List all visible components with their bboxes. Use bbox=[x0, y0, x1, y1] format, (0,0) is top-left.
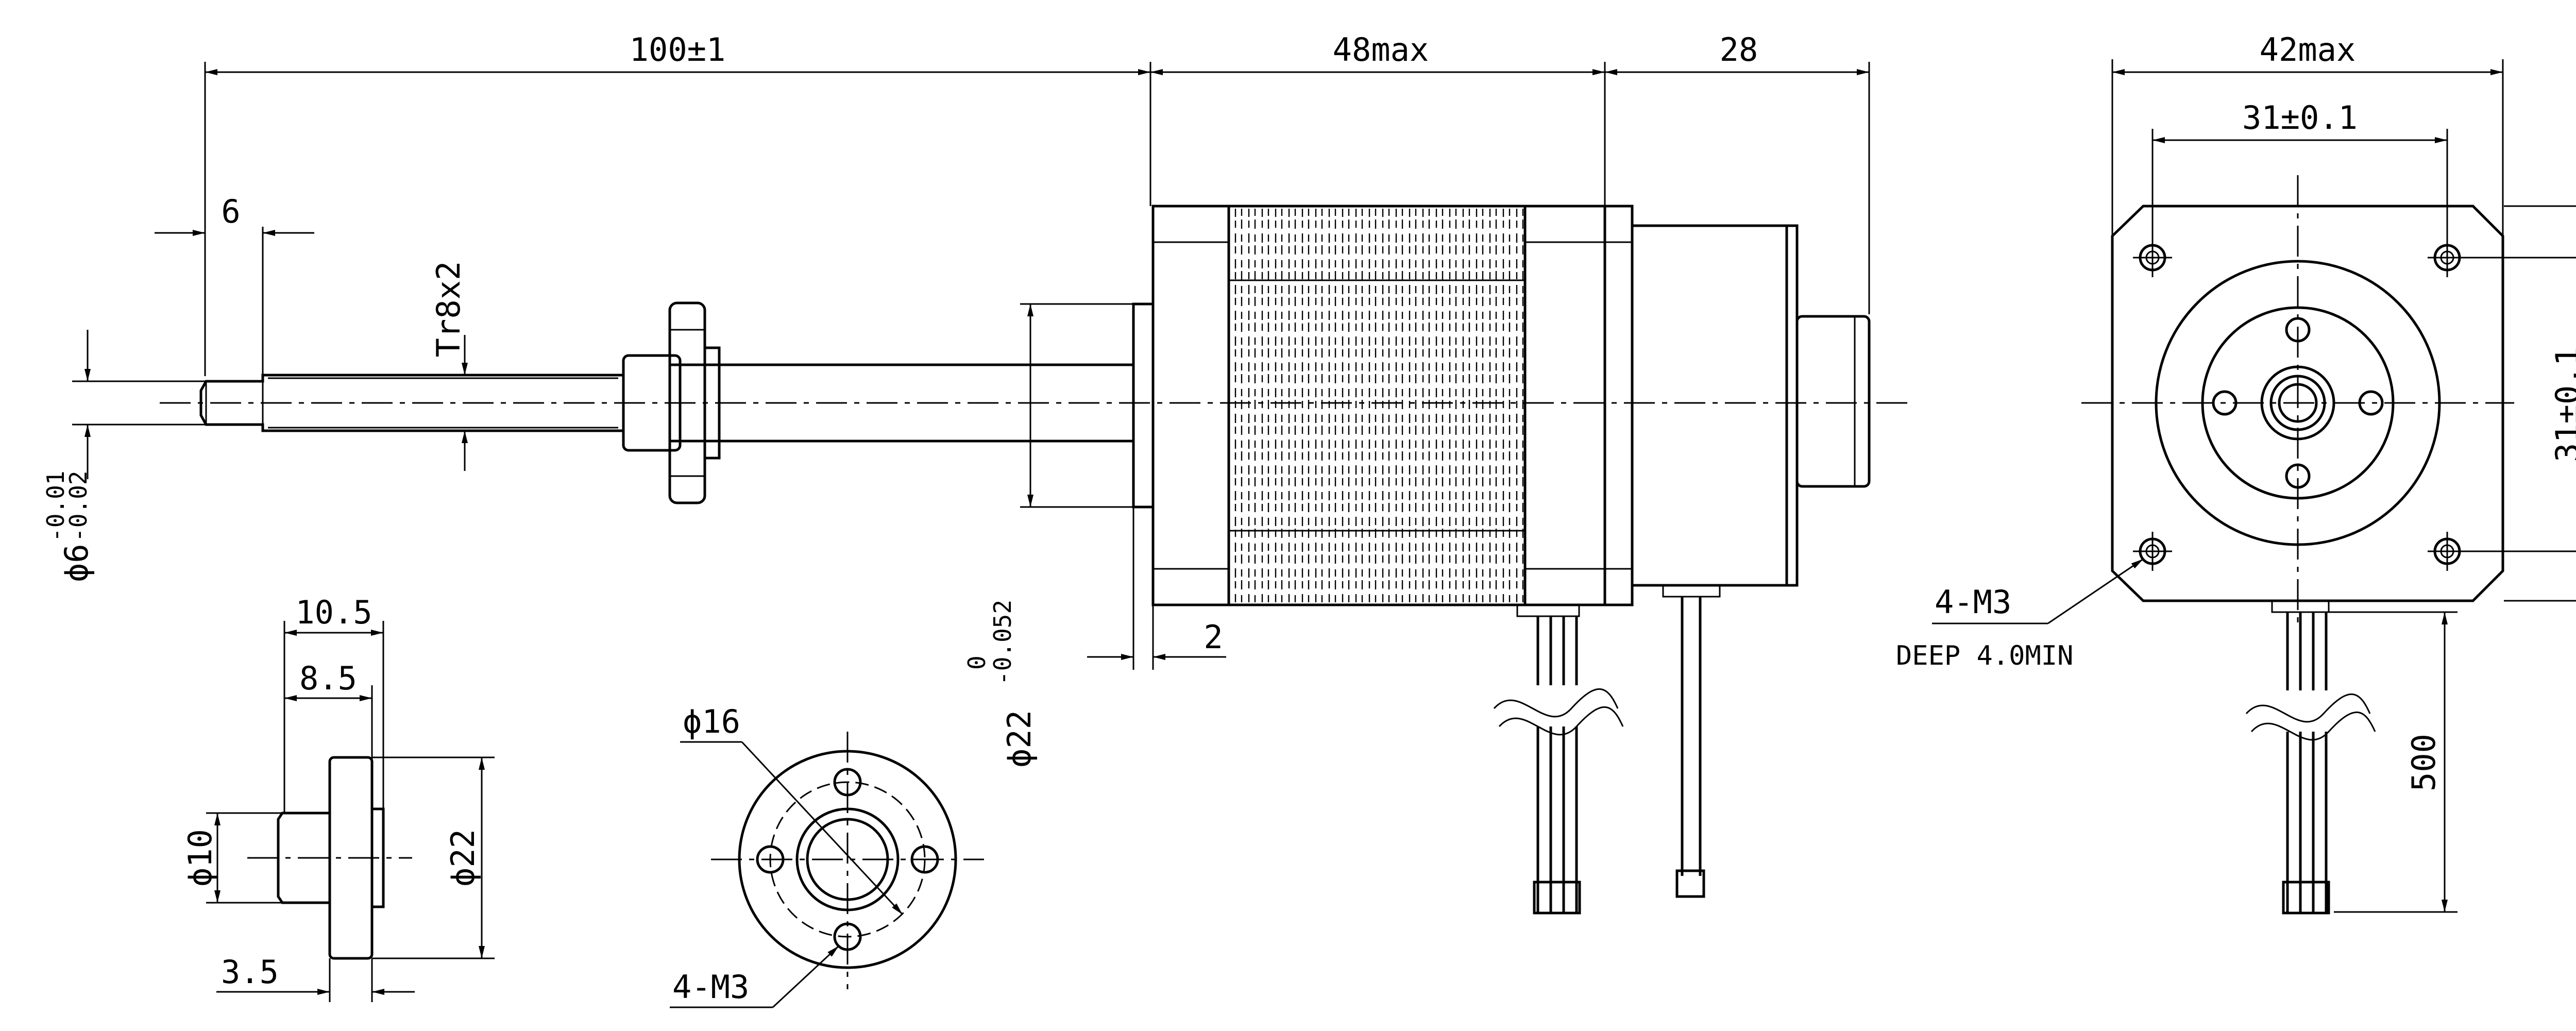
nut-hole-top bbox=[2285, 317, 2311, 343]
dim-thread: Tr8x2 bbox=[430, 261, 468, 471]
dim-frame-width: 42max bbox=[2111, 31, 2504, 236]
front-wires bbox=[2245, 600, 2376, 915]
dim-boss-height: 2 bbox=[1087, 507, 1226, 670]
dim-boss-dia-lower: -0.052 bbox=[989, 600, 1016, 685]
nut-pcd-circle bbox=[769, 781, 926, 938]
sensor-wires bbox=[1662, 584, 1721, 898]
dim-body-length-label: 48max bbox=[1333, 31, 1429, 69]
nut-bore-circle bbox=[806, 818, 889, 901]
nut-front-hole-top bbox=[833, 768, 862, 797]
nut-front-hole-left bbox=[756, 845, 785, 874]
dim-shaft-dia-lower: -0.02 bbox=[64, 471, 92, 542]
dim-body-length: 48max bbox=[1150, 31, 1606, 206]
dim-overall-length-label: 100±1 bbox=[630, 31, 726, 69]
motor-body bbox=[1151, 205, 1634, 606]
shaft-ring-1 bbox=[2260, 365, 2335, 441]
dim-end-length: 6 bbox=[155, 193, 314, 375]
nut-detail-side: 10.5 8.5 ϕ10 ϕ22 3.5 bbox=[181, 594, 495, 1002]
nut-hole-right bbox=[2358, 390, 2384, 416]
motor-frame bbox=[2111, 205, 2504, 602]
dim-lead-length: 500 bbox=[2329, 611, 2458, 913]
side-view: 100±1 48max 28 6 Tr8x2 bbox=[42, 31, 1911, 915]
shaft-ring-3 bbox=[2278, 383, 2318, 423]
mount-hole-note-spec: 4-M3 bbox=[1935, 583, 2011, 621]
dim-end-length-label: 6 bbox=[221, 193, 240, 230]
mount-hole-note-depth: DEEP 4.0MIN bbox=[1896, 640, 2073, 671]
dim-frame-width-label: 42max bbox=[2260, 31, 2356, 69]
mount-hole-bl bbox=[2133, 532, 2172, 571]
dim-hole-pitch-v-label: 31±0.1 bbox=[2549, 347, 2576, 462]
dim-thread-label: Tr8x2 bbox=[430, 261, 467, 358]
dim-frame-height: 42max bbox=[2504, 205, 2576, 602]
mount-hole-note: 4-M3 DEEP 4.0MIN bbox=[1896, 558, 2144, 671]
dim-rear-length: 28 bbox=[1605, 31, 1870, 314]
rear-housing bbox=[1631, 224, 1871, 587]
dim-boss-dia: ϕ22 0 -0.052 bbox=[963, 303, 1133, 768]
dim-lead-length-label: 500 bbox=[2405, 734, 2443, 791]
dim-boss-dia-main: ϕ22 bbox=[1001, 710, 1038, 768]
dim-nut-holes-label: 4-M3 bbox=[672, 968, 749, 1006]
dim-nut-length-label: 10.5 bbox=[295, 594, 372, 631]
dim-nut-body-label: 8.5 bbox=[299, 660, 357, 697]
dim-shaft-dia: ϕ6 -0.01 -0.02 bbox=[42, 330, 206, 582]
dim-pcd-label: ϕ16 bbox=[683, 703, 740, 740]
dim-boss-dia-upper: 0 bbox=[963, 655, 991, 670]
mount-hole-br bbox=[2428, 532, 2467, 571]
nut-body-circle bbox=[795, 807, 900, 911]
dim-flange-dia-label: ϕ22 bbox=[444, 829, 482, 887]
dim-hole-pitch-h: 31±0.1 bbox=[2151, 99, 2448, 242]
mount-hole-tr bbox=[2428, 238, 2467, 277]
shaft-ring-2 bbox=[2269, 375, 2326, 431]
front-view: 42max 31±0.1 31±0.1 42max 50 bbox=[1896, 31, 2576, 915]
mount-hole-tl bbox=[2133, 238, 2172, 277]
dim-rear-length-label: 28 bbox=[1720, 31, 1758, 69]
dim-overall-length: 100±1 bbox=[204, 31, 1151, 376]
nut-hole-bottom bbox=[2285, 463, 2311, 489]
coil-hatching bbox=[1230, 209, 1523, 602]
nut-detail-front: ϕ16 4-M3 bbox=[670, 703, 984, 1008]
dim-hole-pitch-h-label: 31±0.1 bbox=[2242, 99, 2358, 137]
nut-front-hole-bottom bbox=[833, 922, 862, 951]
front-boss bbox=[1132, 302, 1155, 509]
dim-boss-height-label: 2 bbox=[1204, 618, 1223, 656]
lead-screw bbox=[199, 363, 1133, 443]
nut-flange-outer bbox=[738, 750, 957, 969]
boss-ring-inner bbox=[2201, 306, 2395, 500]
dim-shaft-dia-main: ϕ6 bbox=[58, 544, 95, 582]
nut-hole-left bbox=[2212, 390, 2238, 416]
dim-flange-thickness-label: 3.5 bbox=[221, 953, 279, 991]
nut-front-hole-right bbox=[910, 845, 939, 874]
dim-hole-pitch-v: 31±0.1 bbox=[2463, 257, 2576, 552]
dim-nut-dia-label: ϕ10 bbox=[181, 829, 219, 887]
dim-shaft-dia-upper: -0.01 bbox=[42, 471, 70, 542]
nut-side bbox=[622, 301, 721, 504]
boss-ring-outer bbox=[2155, 260, 2441, 546]
motor-wires bbox=[1493, 604, 1624, 915]
